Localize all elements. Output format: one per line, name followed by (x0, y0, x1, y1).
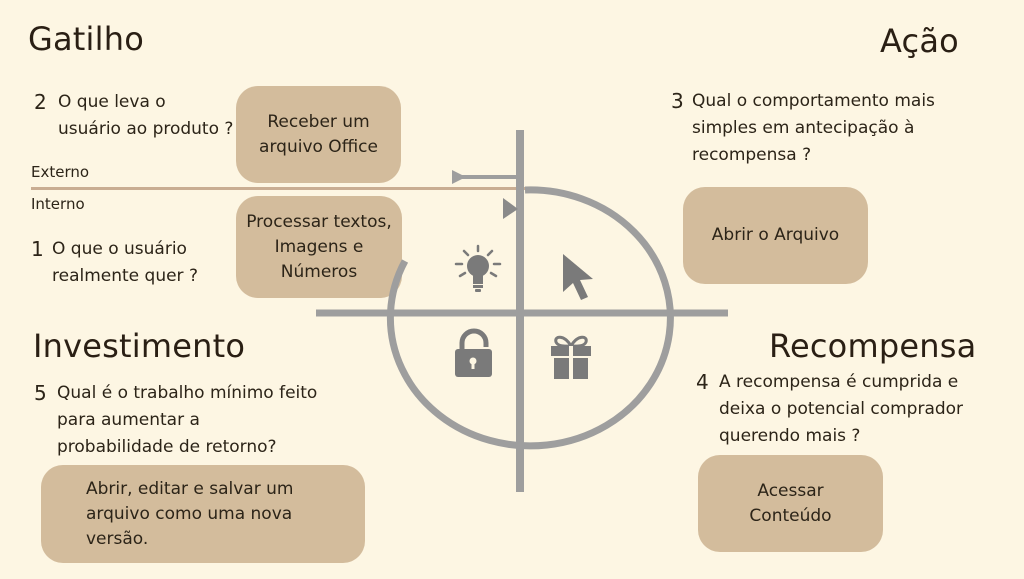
question-4-text: A recompensa é cumprida e deixa o potenc… (719, 372, 964, 446)
box-action: Abrir o Arquivo (683, 187, 868, 284)
box-internal-trigger: Processar textos, Imagens e Números (236, 196, 402, 298)
box-external-trigger: Receber um arquivo Office (236, 86, 401, 183)
title-reward: Recompensa (769, 327, 977, 365)
box-investment: Abrir, editar e salvar um arquivo como u… (41, 465, 365, 563)
question-1-text: O que o usuário realmente quer ? (52, 239, 198, 286)
question-2-text: O que leva o usuário ao produto ? (58, 92, 234, 139)
external-internal-divider (31, 187, 529, 190)
question-1-number: 1 (31, 237, 44, 261)
question-5-number: 5 (34, 381, 47, 405)
question-4-number: 4 (696, 370, 709, 394)
question-3-text: Qual o comportamento mais simples em ant… (692, 91, 935, 165)
question-2-number: 2 (34, 90, 47, 114)
lock-icon (455, 328, 492, 377)
title-trigger: Gatilho (28, 20, 144, 58)
label-internal: Interno (31, 195, 85, 213)
question-5-text: Qual é o trabalho mínimo feito para aume… (57, 383, 318, 457)
box-reward: Acessar Conteúdo (698, 455, 883, 552)
title-action: Ação (880, 22, 959, 60)
cycle-arrowhead (503, 198, 518, 219)
title-investment: Investimento (33, 327, 246, 365)
lightbulb-icon (454, 244, 502, 292)
cycle-arc (386, 186, 674, 450)
top-arrow-tail (452, 170, 466, 184)
gift-icon (551, 335, 591, 379)
cursor-icon (563, 254, 593, 300)
question-3-number: 3 (671, 89, 684, 113)
label-external: Externo (31, 163, 90, 181)
